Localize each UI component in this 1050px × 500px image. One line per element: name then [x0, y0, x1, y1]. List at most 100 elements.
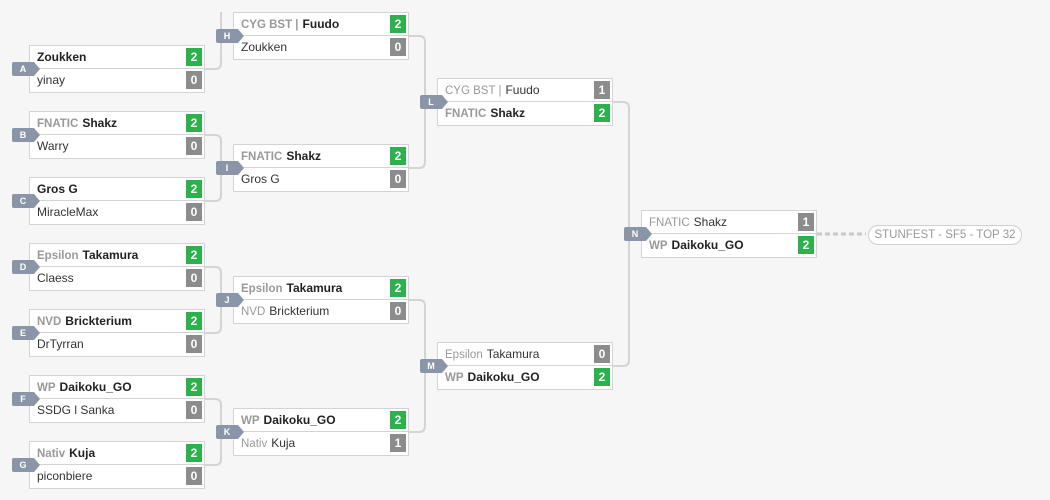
match-label: M [420, 359, 448, 373]
score-badge: 0 [390, 38, 406, 56]
player-name: Kuja [69, 446, 96, 460]
bracket-connector [409, 101, 437, 169]
player-name: DrTyrran [37, 337, 84, 351]
score-badge: 0 [186, 203, 202, 221]
bracket-connector [409, 299, 437, 367]
player-row[interactable]: DrTyrran 0 [30, 333, 204, 356]
player-name: Gros G [37, 182, 78, 196]
bracket-connector [613, 101, 641, 235]
player-name: yinay [37, 73, 66, 87]
match-label: C [12, 194, 40, 208]
score-badge: 0 [186, 401, 202, 419]
player-name: Claess [37, 271, 74, 285]
score-badge: 2 [594, 368, 610, 386]
score-badge: 2 [186, 312, 202, 330]
score-badge: 0 [186, 335, 202, 353]
match-label: F [12, 392, 40, 406]
team-tag: WP [241, 415, 260, 427]
bracket-connector [205, 35, 233, 70]
match-label: D [12, 260, 40, 274]
score-badge: 2 [186, 48, 202, 66]
player-row[interactable]: Zoukken 2 [30, 46, 204, 69]
player-row[interactable]: Warry 0 [30, 135, 204, 158]
bracket-connector [205, 266, 233, 301]
score-badge: 2 [186, 246, 202, 264]
team-tag: Epsilon [241, 283, 283, 295]
player-name: Shakz [693, 215, 728, 229]
player-name: Daikoku_GO [263, 413, 336, 427]
player-name: Gros G [241, 172, 280, 186]
score-badge: 2 [798, 236, 814, 254]
player-name: Warry [37, 139, 69, 153]
bracket-connector [205, 299, 233, 334]
player-name: Shakz [82, 116, 117, 130]
score-badge: 1 [594, 81, 610, 99]
match-label: K [216, 425, 244, 439]
score-badge: 2 [186, 114, 202, 132]
player-name: SSDG l Sanka [37, 403, 115, 417]
player-name: Shakz [286, 149, 321, 163]
player-row[interactable]: SSDG l Sanka 0 [30, 399, 204, 422]
score-badge: 2 [390, 411, 406, 429]
score-badge: 2 [390, 279, 406, 297]
bracket-connector [205, 134, 233, 169]
player-row[interactable]: CYG BST |Fuudo 1 [438, 79, 612, 102]
bracket-connector [613, 233, 641, 367]
final-destination-pill[interactable]: STUNFEST - SF5 - TOP 32 [868, 225, 1022, 245]
match-label: G [12, 458, 40, 472]
player-name: Fuudo [505, 83, 540, 97]
bracket-connector [205, 431, 233, 466]
team-tag: CYG BST | [241, 19, 299, 31]
team-tag: FNATIC [241, 151, 283, 163]
player-name: Kuja [271, 436, 296, 450]
match-label: L [420, 95, 448, 109]
player-name: Zoukken [37, 50, 87, 64]
score-badge: 2 [186, 444, 202, 462]
match-label: A [12, 62, 40, 76]
score-badge: 0 [186, 137, 202, 155]
match-label: H [216, 29, 244, 43]
team-tag: WP [445, 372, 464, 384]
team-tag: CYG BST | [445, 85, 502, 97]
score-badge: 0 [186, 467, 202, 485]
player-name: Brickterium [65, 314, 132, 328]
player-name: Brickterium [269, 304, 330, 318]
